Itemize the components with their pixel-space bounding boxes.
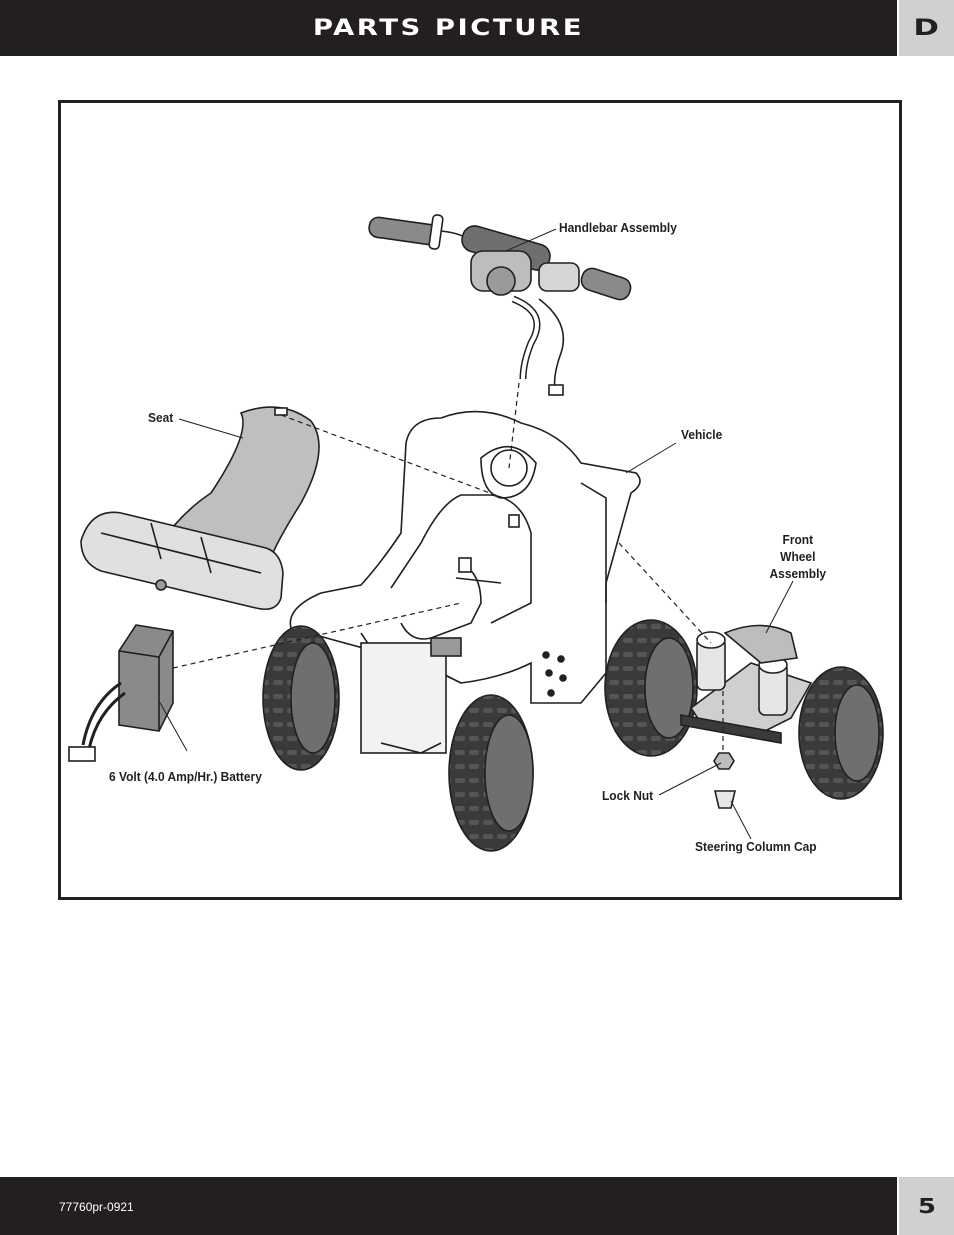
section-letter: D	[913, 15, 940, 41]
header-bar: PARTS PICTURE	[0, 0, 897, 56]
page-title: PARTS PICTURE	[312, 15, 585, 41]
callout-battery: 6 Volt (4.0 Amp/Hr.) Battery	[109, 769, 262, 784]
battery	[68, 624, 174, 762]
callout-handlebar-assembly: Handlebar Assembly	[559, 220, 677, 235]
handlebar-assembly	[368, 214, 632, 396]
parts-illustration	[68, 214, 884, 852]
callout-lock-nut: Lock Nut	[602, 788, 654, 803]
callout-seat: Seat	[148, 410, 174, 425]
callout-front-wheel-assembly: Front Wheel Assembly	[761, 531, 835, 582]
callout-steering-column-cap: Steering Column Cap	[695, 839, 817, 854]
leader-lines	[158, 228, 794, 840]
callout-vehicle: Vehicle	[681, 427, 723, 442]
callout-front-wheel-line1: Front	[782, 532, 814, 547]
callout-front-wheel-line3: Assembly	[769, 566, 827, 581]
steering-column-cap	[713, 790, 737, 809]
front-wheel-assembly	[604, 619, 884, 800]
vehicle-body	[262, 410, 641, 852]
lock-nut	[713, 752, 735, 770]
section-tab: D	[899, 0, 954, 56]
assembly-guides	[172, 382, 724, 753]
parts-figure: Handlebar Assembly Seat Vehicle Front Wh…	[58, 100, 902, 900]
page-number-tab: 5	[899, 1177, 954, 1235]
page-number: 5	[917, 1194, 936, 1218]
document-code: 77760pr-0921	[59, 1200, 134, 1214]
footer-bar	[0, 1177, 897, 1235]
callout-front-wheel-line2: Wheel	[780, 549, 816, 564]
seat	[80, 406, 320, 611]
